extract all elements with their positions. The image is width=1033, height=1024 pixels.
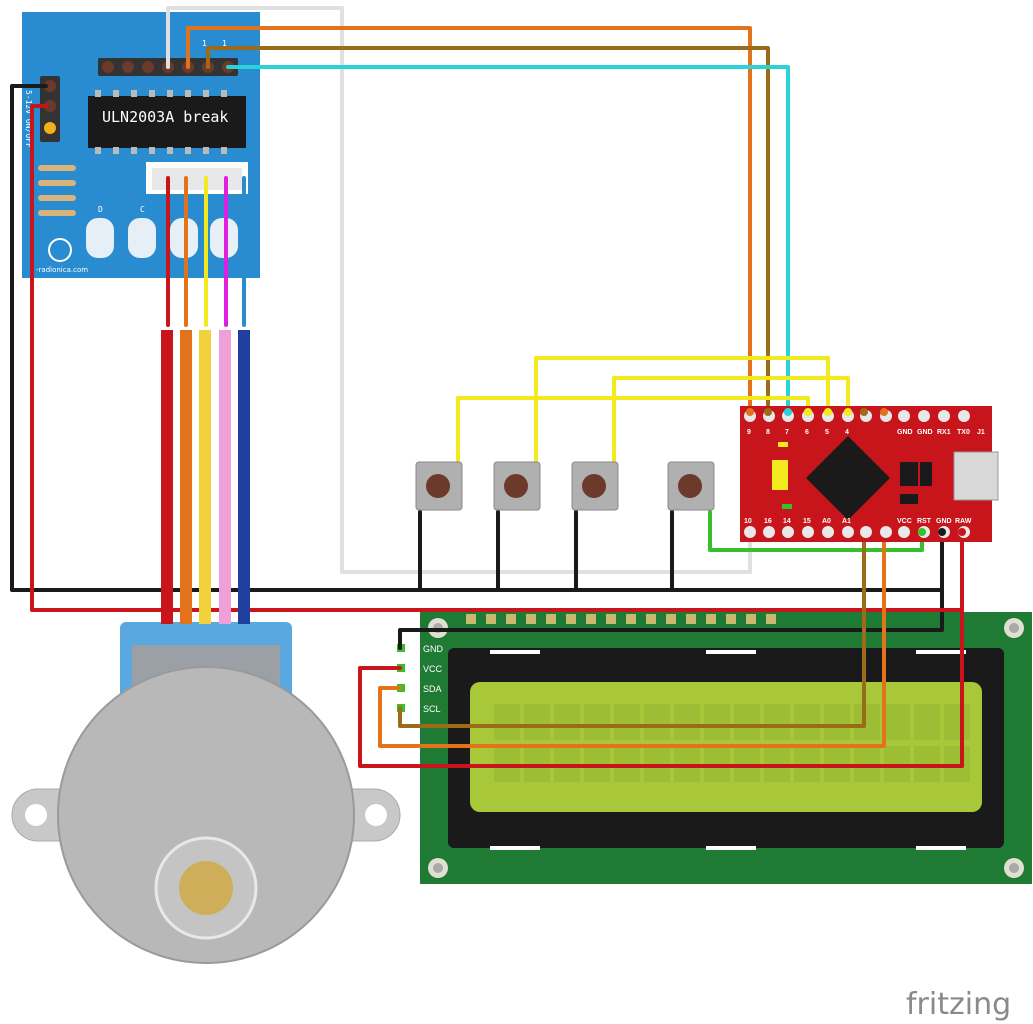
motor-shaft bbox=[179, 861, 233, 915]
wire-yellow-btn2 bbox=[534, 356, 830, 464]
arduino-pin-label: 7 bbox=[785, 429, 789, 436]
push-button-2 bbox=[493, 461, 541, 511]
wire-yellow-btn1 bbox=[456, 396, 810, 464]
arduino-mcu bbox=[806, 436, 890, 520]
uln2003-driver-board: 1 1 5-12V ON/OFF ULN2003A break bbox=[22, 12, 260, 278]
arduino-pin-label: 14 bbox=[783, 518, 791, 525]
arduino-pin-label: 4 bbox=[845, 429, 849, 436]
push-button-3 bbox=[571, 461, 619, 511]
wire-black-gnd-bus bbox=[10, 84, 944, 592]
push-button-4 bbox=[667, 461, 715, 511]
uln2003-chip: ULN2003A break bbox=[88, 90, 246, 154]
arduino-pin-label: GND bbox=[897, 429, 913, 436]
wire-white bbox=[166, 6, 752, 574]
wire-yellow-btn3 bbox=[612, 376, 850, 464]
radionica-logo-icon bbox=[48, 238, 72, 262]
driver-brand: -radionica.com bbox=[36, 266, 88, 274]
arduino-pin-label: 5 bbox=[825, 429, 829, 436]
push-button-1 bbox=[415, 461, 463, 511]
arduino-pin-label: GND bbox=[917, 429, 933, 436]
wire-cyan-pin7 bbox=[226, 65, 790, 414]
wire-red-vcc-lcd bbox=[358, 608, 964, 768]
motor-wire-yellow bbox=[199, 330, 211, 624]
fritzing-watermark: fritzing bbox=[906, 987, 1011, 1022]
arduino-pin-label: A0 bbox=[822, 518, 831, 525]
arduino-pin-label: TX0 bbox=[957, 429, 970, 436]
arduino-pin-label: J1 bbox=[977, 429, 985, 436]
arduino-pin-label: RAW bbox=[955, 518, 972, 525]
wire-brown-scl bbox=[398, 410, 866, 728]
wire-orange-sda bbox=[378, 410, 886, 748]
wire-red-vcc-bus bbox=[30, 104, 964, 612]
chip-label: ULN2003A break bbox=[102, 108, 228, 126]
arduino-pin-label: GND bbox=[936, 518, 952, 525]
led-label: C bbox=[140, 205, 145, 214]
lcd-pin-vcc: VCC bbox=[423, 664, 443, 674]
arduino-pro-micro: 9 8 7 6 5 4 GND GND RX1 TX0 J1 10 16 14 … bbox=[740, 406, 999, 542]
arduino-pin-label: A1 bbox=[842, 518, 851, 525]
arduino-pin-label: 9 bbox=[747, 429, 751, 436]
driver-power-header bbox=[40, 76, 60, 142]
driver-side-text: 5-12V ON/OFF bbox=[24, 90, 33, 148]
wire-orange-pin9 bbox=[186, 26, 752, 414]
arduino-pin-label: 15 bbox=[803, 518, 811, 525]
lcd-pin-gnd: GND bbox=[423, 644, 444, 654]
arduino-pin-label: VCC bbox=[897, 518, 912, 525]
wires bbox=[10, 6, 964, 768]
driver-pin-label: 1 bbox=[202, 39, 207, 48]
wire-black-gnd-lcd bbox=[398, 530, 944, 650]
push-buttons bbox=[415, 461, 715, 511]
driver-pin-label: 1 bbox=[222, 39, 227, 48]
arduino-pin-label: RST bbox=[917, 518, 932, 525]
motor-wire-blue bbox=[238, 330, 250, 624]
led-label: D bbox=[98, 205, 103, 214]
arduino-pin-label: 16 bbox=[764, 518, 772, 525]
driver-resistors bbox=[38, 165, 76, 216]
arduino-pin-label: 10 bbox=[744, 518, 752, 525]
lcd-header-pins bbox=[466, 614, 776, 624]
arduino-pin-label: 6 bbox=[805, 429, 809, 436]
lcd-pin-scl: SCL bbox=[423, 704, 441, 714]
wire-endpoints bbox=[746, 408, 966, 536]
arduino-pin-label: 8 bbox=[766, 429, 770, 436]
motor-body bbox=[57, 666, 355, 964]
wire-brown-pin8 bbox=[206, 46, 770, 414]
lcd-i2c-pins bbox=[397, 644, 405, 712]
lcd-pin-sda: SDA bbox=[423, 684, 442, 694]
motor-wire-orange bbox=[180, 330, 192, 624]
arduino-pin-label: RX1 bbox=[937, 429, 951, 436]
motor-wire-red bbox=[161, 330, 173, 624]
stepper-motor bbox=[11, 622, 401, 964]
usb-port bbox=[953, 451, 999, 501]
motor-wire-pink bbox=[219, 330, 231, 624]
